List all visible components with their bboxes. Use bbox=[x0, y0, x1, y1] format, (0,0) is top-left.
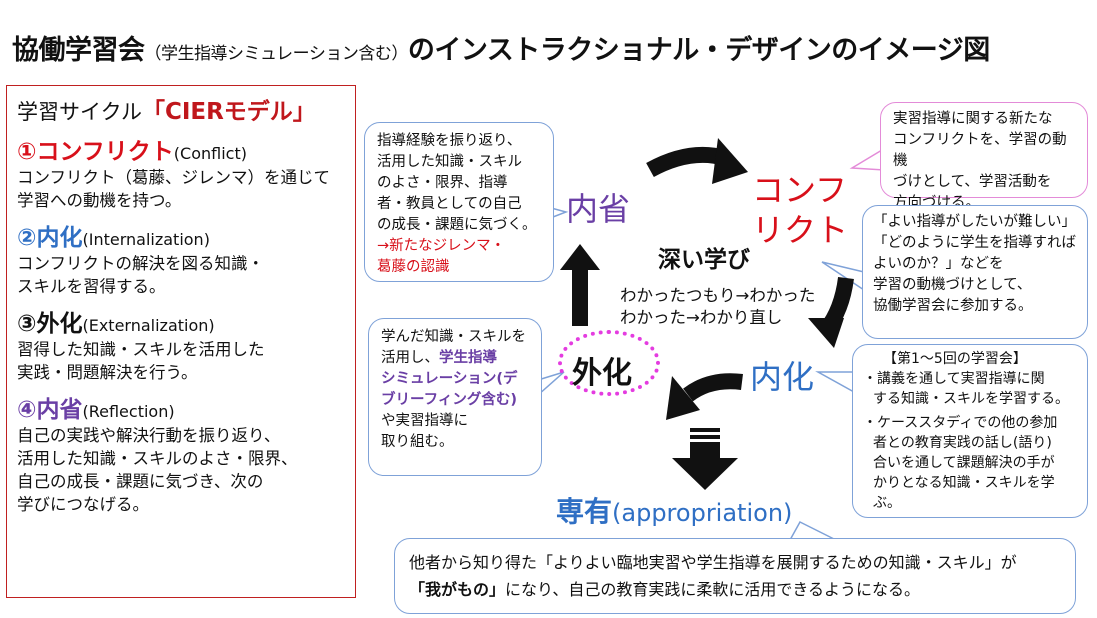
callout-line: する知識・スキルを学習する。 bbox=[873, 391, 1069, 407]
step-desc-line: 習得した知識・スキルを活用した bbox=[17, 340, 265, 359]
center-line-2: わかった→わかり直し bbox=[620, 308, 783, 327]
page-title: 協働学習会（学生指導シミュレーション含む）のインストラクショナル・デザインのイメ… bbox=[12, 28, 1092, 67]
title-sub: （学生指導シミュレーション含む） bbox=[144, 44, 409, 64]
step-desc-line: 学習への動機を持つ。 bbox=[17, 191, 182, 210]
step-conflict-desc: コンフリクト（葛藤、ジレンマ）を通じて 学習への動機を持つ。 bbox=[17, 166, 345, 212]
cycle-label-internalization: 内化 bbox=[750, 358, 815, 396]
step-externalization-en: (Externalization) bbox=[82, 316, 215, 335]
arrowhead-reflection bbox=[560, 244, 600, 270]
callout-conflict: 実習指導に関する新たな コンフリクトを、学習の動機 づけとして、学習活動を 方向… bbox=[880, 102, 1088, 211]
step-externalization-mark: ③外化 bbox=[17, 311, 83, 337]
step-internalization-desc: コンフリクトの解決を図る知識・ スキルを習得する。 bbox=[17, 252, 345, 298]
sessions-heading: 【第1～5回の学習会】 bbox=[883, 351, 1027, 367]
callout-line: の成長・課題に気づく。 bbox=[377, 217, 537, 233]
title-main: 協働学習会 bbox=[12, 35, 145, 66]
step-reflection-desc: 自己の実践や解決行動を振り返り、 活用した知識・スキルのよさ・限界、 自己の成長… bbox=[17, 424, 345, 516]
callout-line: 「どのように学生を指導すれば bbox=[873, 235, 1076, 251]
callout-line: ・ケーススタディでの他の参加 bbox=[863, 415, 1058, 431]
step-desc-line: 活用した知識・スキルのよさ・限界、 bbox=[17, 449, 298, 468]
arrow-internalization-to-externalization bbox=[683, 373, 743, 402]
step-desc-line: 自己の成長・課題に気づき、次の bbox=[17, 472, 264, 491]
step-conflict-mark: ①コンフリクト bbox=[17, 139, 174, 165]
callout-line: 他者から知り得た「よりよい臨地実習や学生指導を展開するための知識・スキル」が bbox=[409, 553, 1017, 572]
cycle-label-conflict: コンフリクト bbox=[752, 171, 849, 249]
callout-line: や実習指導に bbox=[381, 413, 468, 429]
step-reflection-en: (Reflection) bbox=[82, 402, 175, 421]
step-conflict-en: (Conflict) bbox=[173, 144, 247, 163]
callout-line: よいのか？」などを bbox=[873, 256, 1004, 272]
callout-line: かりとなる知識・スキルを学ぶ。 bbox=[873, 475, 1055, 511]
callout-bold: シミュレーション(デ bbox=[381, 371, 518, 387]
step-internalization-title: ②内化(Internalization) bbox=[17, 218, 345, 252]
callout-externalization: 学んだ知識・スキルを 活用し、学生指導 シミュレーション(デ ブリーフィング含む… bbox=[368, 318, 542, 476]
cier-model-panel: 学習サイクル「CIERモデル」 ①コンフリクト(Conflict) コンフリクト… bbox=[6, 85, 356, 598]
title-main-suffix: のインストラクショナル・デザインのイメージ図 bbox=[407, 35, 990, 66]
arrow-to-appropriation bbox=[672, 428, 738, 490]
step-desc-line: 学びにつなげる。 bbox=[17, 495, 149, 514]
callout-line: 合いを通して課題解決の手が bbox=[873, 455, 1055, 471]
callout-line: 学習の動機づけとして、 bbox=[873, 277, 1032, 293]
step-desc-line: コンフリクトの解決を図る知識・ bbox=[17, 254, 265, 273]
callout-reflection: 指導経験を振り返り、 活用した知識・スキル のよさ・限界、指導 者・教員としての… bbox=[364, 122, 554, 282]
callout-bold: 学生指導 bbox=[439, 350, 497, 366]
cier-heading: 学習サイクル「CIERモデル」 bbox=[17, 92, 345, 126]
step-internalization-en: (Internalization) bbox=[82, 230, 210, 249]
callout-sessions: 【第1～5回の学習会】 ・講義を通して実習指導に関 する知識・スキルを学習する。… bbox=[852, 344, 1088, 518]
callout-bold: ブリーフィング含む) bbox=[381, 392, 517, 408]
callout-line: づけとして、学習活動を bbox=[893, 174, 1052, 190]
step-reflection-mark: ④内省 bbox=[17, 397, 83, 423]
callout-line: 指導経験を振り返り、 bbox=[377, 133, 522, 149]
arrowhead-conflict bbox=[712, 138, 748, 184]
callout-bold: 「我がもの」 bbox=[409, 580, 506, 599]
step-internalization-mark: ②内化 bbox=[17, 225, 83, 251]
appropriation-label: 専有(appropriation) bbox=[556, 490, 792, 530]
callout-line: のよさ・限界、指導 bbox=[377, 175, 508, 191]
step-reflection-title: ④内省(Reflection) bbox=[17, 390, 345, 424]
step-conflict-title: ①コンフリクト(Conflict) bbox=[17, 132, 345, 166]
callout-tail-sessions bbox=[815, 371, 855, 394]
callout-line: 「よい指導がしたいが難しい」 bbox=[873, 214, 1076, 230]
cier-heading-prefix: 学習サイクル bbox=[17, 100, 142, 124]
center-line-1: わかったつもり→わかった bbox=[620, 286, 816, 305]
callout-appropriation: 他者から知り得た「よりよい臨地実習や学生指導を展開するための知識・スキル」が 「… bbox=[394, 538, 1076, 614]
arrowhead-externalization bbox=[666, 376, 700, 420]
cycle-label-externalization: 外化 bbox=[572, 356, 632, 391]
callout-line: 者との教育実践の話し(語り) bbox=[873, 435, 1052, 451]
callout-internalization: 「よい指導がしたいが難しい」 「どのように学生を指導すれば よいのか？」などを … bbox=[862, 205, 1088, 339]
callout-line: 協働学習会に参加する。 bbox=[873, 298, 1033, 314]
arrow-reflection-to-conflict bbox=[646, 146, 728, 178]
externalization-dotted-ring bbox=[558, 330, 660, 396]
callout-line: 実習指導に関する新たな bbox=[893, 111, 1053, 127]
appropriation-jp: 専有 bbox=[556, 495, 613, 528]
callout-text: になり、自己の教育実践に柔軟に活用できるようになる。 bbox=[505, 580, 921, 599]
callout-line-red: 葛藤の認識 bbox=[377, 259, 450, 275]
cier-heading-model: 「CIERモデル」 bbox=[141, 99, 316, 125]
callout-line: 者・教員としての自己 bbox=[377, 196, 522, 212]
callout-line: 学んだ知識・スキルを bbox=[381, 329, 526, 345]
callout-line: 「我がもの」になり、自己の教育実践に柔軟に活用できるようになる。 bbox=[409, 576, 1061, 603]
callout-line: ・講義を通して実習指導に関 bbox=[863, 371, 1045, 387]
callout-line-red: →新たなジレンマ・ bbox=[377, 238, 506, 254]
step-externalization-desc: 習得した知識・スキルを活用した 実践・問題解決を行う。 bbox=[17, 338, 345, 384]
step-desc-line: 自己の実践や解決行動を振り返り、 bbox=[17, 426, 281, 445]
step-desc-line: コンフリクト（葛藤、ジレンマ）を通じて bbox=[17, 168, 331, 187]
step-externalization-title: ③外化(Externalization) bbox=[17, 304, 345, 338]
step-desc-line: 実践・問題解決を行う。 bbox=[17, 363, 198, 382]
center-title: 深い学び bbox=[658, 247, 750, 273]
appropriation-en: (appropriation) bbox=[612, 499, 793, 527]
callout-line: コンフリクトを、学習の動機 bbox=[893, 132, 1067, 169]
cycle-label-reflection: 内省 bbox=[566, 190, 631, 228]
callout-line: 活用し、学生指導 bbox=[381, 348, 529, 369]
callout-line: 取り組む。 bbox=[381, 434, 454, 450]
step-desc-line: スキルを習得する。 bbox=[17, 277, 166, 296]
callout-text: 活用し、 bbox=[381, 350, 439, 366]
callout-line: 活用した知識・スキル bbox=[377, 154, 522, 170]
arrowhead-internalization bbox=[808, 318, 844, 348]
